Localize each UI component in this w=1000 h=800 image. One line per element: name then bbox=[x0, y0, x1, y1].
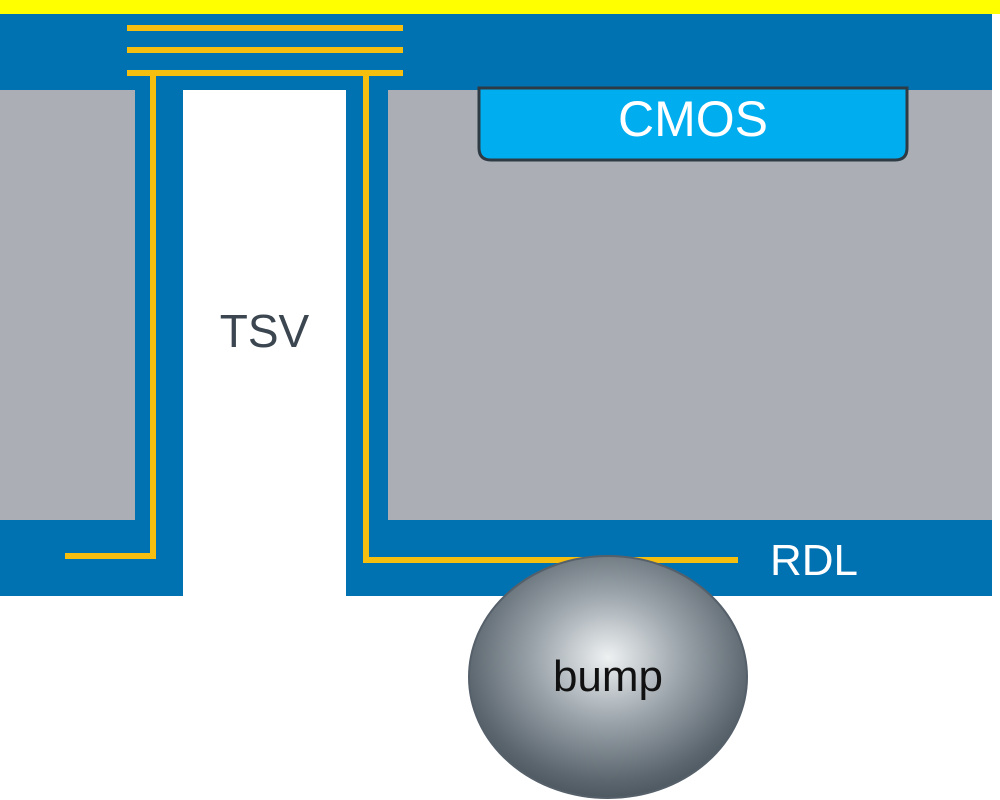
cmos-block bbox=[477, 86, 909, 162]
tsv-via bbox=[183, 92, 346, 800]
silicon-left bbox=[0, 90, 135, 520]
top-yellow-layer bbox=[0, 0, 1000, 14]
silicon-right bbox=[388, 90, 992, 520]
tsv-label: TSV bbox=[219, 305, 310, 357]
rdl-label: RDL bbox=[770, 536, 859, 585]
solder-bump bbox=[468, 555, 748, 799]
tsv-liner-left bbox=[65, 73, 156, 559]
bump-label: bump bbox=[552, 652, 664, 701]
cmos-label: CMOS bbox=[618, 91, 768, 147]
